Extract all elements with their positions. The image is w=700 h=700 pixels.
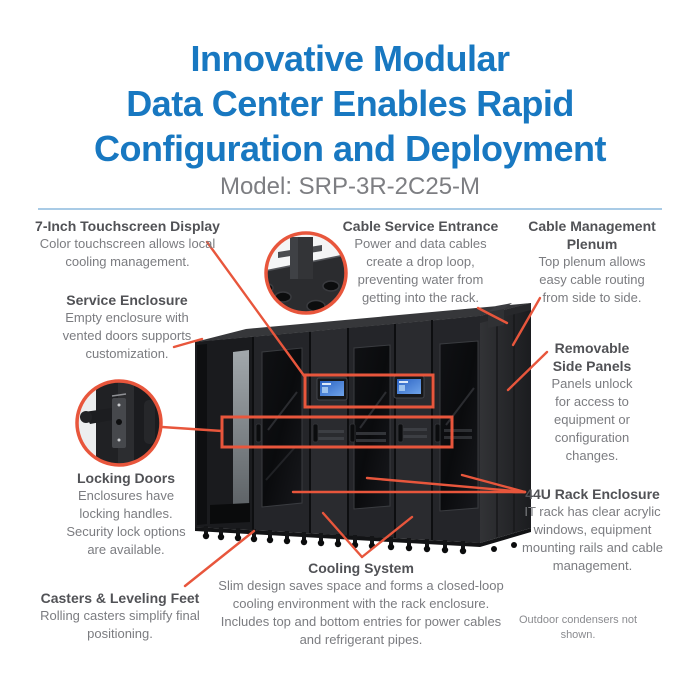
leader-cable-entrance bbox=[476, 306, 509, 325]
callout-cooling-system: Cooling System Slim design saves space a… bbox=[212, 559, 510, 649]
callout-body: Panels unlock for access to equipment or… bbox=[551, 376, 633, 463]
touchscreen-display-1 bbox=[316, 377, 348, 401]
divider-line bbox=[38, 208, 662, 210]
callout-heading: Service Enclosure bbox=[66, 292, 188, 308]
callout-removable-side-panels: Removable Side Panels Panels unlock for … bbox=[547, 339, 637, 465]
highlight-box-touchscreens bbox=[303, 373, 435, 409]
bay-seams bbox=[252, 320, 433, 540]
callout-body: Empty enclosure with vented doors suppor… bbox=[62, 310, 192, 361]
locking-handles bbox=[255, 423, 441, 443]
rack-row bbox=[195, 303, 531, 555]
callout-heading: Cable Management Plenum bbox=[528, 218, 656, 252]
acrylic-window bbox=[261, 347, 303, 508]
acrylic-window bbox=[353, 344, 391, 510]
callout-touchscreen-display: 7-Inch Touchscreen Display Color touchsc… bbox=[35, 217, 220, 271]
acrylic-window bbox=[439, 340, 479, 512]
callout-body: Power and data cables create a drop loop… bbox=[354, 236, 487, 305]
leader-locking-doors bbox=[160, 425, 224, 433]
callout-heading: Cable Service Entrance bbox=[342, 218, 499, 234]
callout-locking-doors: Locking Doors Enclosures have locking ha… bbox=[66, 469, 186, 559]
leader-cooling-left bbox=[321, 511, 364, 559]
leader-touchscreen bbox=[205, 240, 307, 379]
rack-top-face bbox=[195, 303, 531, 342]
title-line-2: Data Center Enables Rapid bbox=[126, 83, 574, 124]
annotations bbox=[160, 240, 549, 588]
callout-body: Enclosures have locking handles. Securit… bbox=[66, 488, 186, 557]
callout-body: IT rack has clear acrylic windows, equip… bbox=[522, 504, 663, 573]
title-line-3: Configuration and Deployment bbox=[94, 128, 607, 169]
callout-cable-management-plenum: Cable Management Plenum Top plenum allow… bbox=[527, 217, 657, 307]
callout-body: Top plenum allows easy cable routing fro… bbox=[538, 254, 646, 305]
rack-bay-1 bbox=[253, 332, 310, 533]
leader-service-enclosure bbox=[172, 337, 204, 349]
callout-heading: Cooling System bbox=[308, 560, 414, 576]
leader-side-panels bbox=[506, 350, 549, 392]
service-enclosure-bay bbox=[195, 337, 253, 530]
callout-casters-leveling-feet: Casters & Leveling Feet Rolling casters … bbox=[30, 589, 210, 643]
leader-cooling-right bbox=[360, 515, 414, 559]
touchscreen-display-2 bbox=[393, 375, 425, 399]
callout-body: Color touchscreen allows local cooling m… bbox=[39, 236, 216, 269]
callout-heading: Casters & Leveling Feet bbox=[40, 590, 200, 606]
callout-heading: Removable Side Panels bbox=[552, 340, 632, 374]
leader-casters bbox=[183, 529, 256, 588]
callout-heading: Locking Doors bbox=[76, 470, 175, 486]
title-line-1: Innovative Modular bbox=[190, 38, 510, 79]
callout-heading: 44U Rack Enclosure bbox=[525, 486, 660, 502]
leader-44u-3 bbox=[460, 473, 527, 494]
callout-service-enclosure: Service Enclosure Empty enclosure with v… bbox=[52, 291, 202, 363]
callout-body: Slim design saves space and forms a clos… bbox=[218, 578, 504, 647]
callout-body: Rolling casters simplify final positioni… bbox=[40, 608, 200, 641]
leader-44u-2 bbox=[365, 476, 527, 494]
magnifier-cable-entrance bbox=[264, 231, 348, 315]
note-outdoor-condensers: Outdoor condensers not shown. bbox=[518, 614, 638, 641]
page-title: Innovative Modular Data Center Enables R… bbox=[0, 36, 700, 171]
model-number: Model: SRP-3R-2C25-M bbox=[219, 173, 481, 200]
leader-plenum bbox=[511, 296, 542, 347]
callout-44u-rack-enclosure: 44U Rack Enclosure IT rack has clear acr… bbox=[520, 485, 665, 575]
callout-heading: 7-Inch Touchscreen Display bbox=[35, 218, 220, 234]
rack-bay-2 bbox=[348, 324, 395, 538]
magnifier-locking-door bbox=[75, 379, 163, 467]
callout-cable-service-entrance: Cable Service Entrance Power and data ca… bbox=[338, 217, 503, 307]
